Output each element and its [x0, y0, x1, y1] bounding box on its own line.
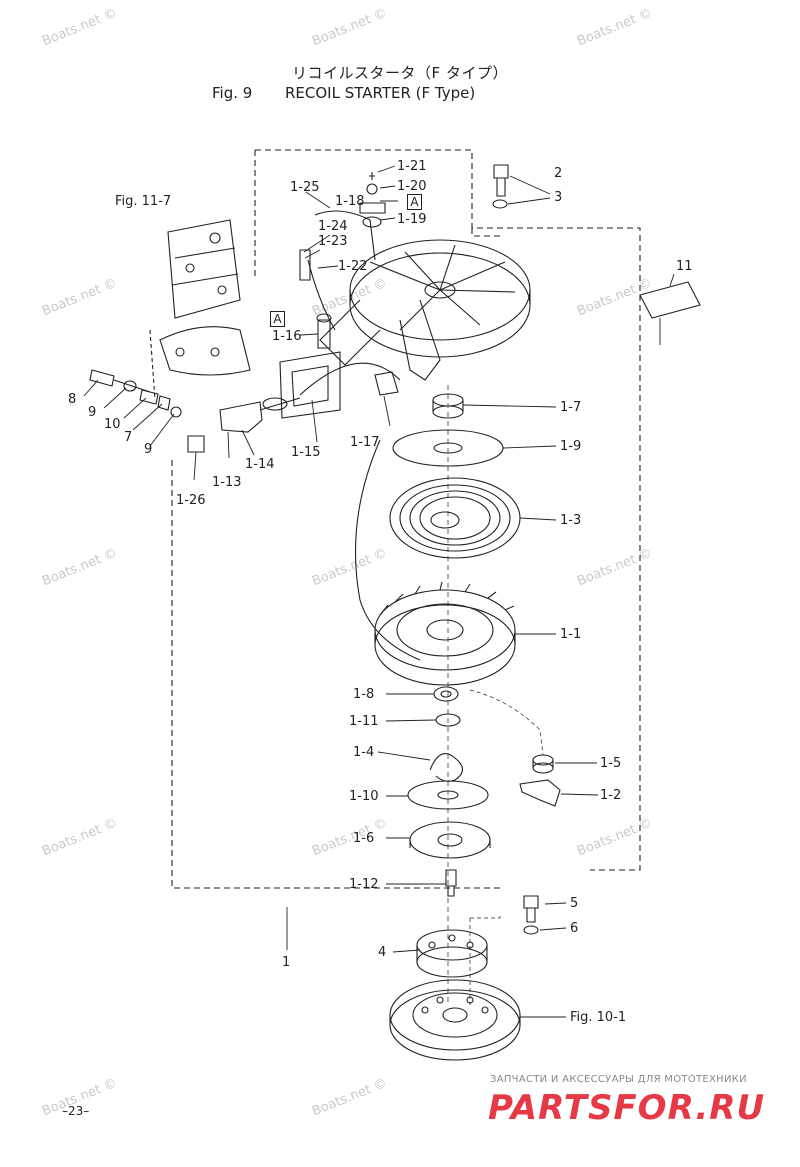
part-label: 1-5 [600, 756, 622, 771]
part-label: 1-26 [176, 493, 206, 508]
part-label: 1-4 [353, 745, 375, 760]
figure-title: RECOIL STARTER (F Type) [285, 84, 476, 102]
washer-3 [492, 199, 508, 209]
part-label: 1-24 [318, 219, 348, 234]
part-label: 9 [144, 442, 153, 457]
part-label: 1-10 [349, 789, 379, 804]
starter-pulley-4 [416, 929, 488, 978]
page-number: –23– [62, 1104, 90, 1118]
part-label: 1-1 [560, 627, 582, 642]
decal-11 [639, 281, 701, 319]
part-label: 7 [124, 430, 133, 445]
recoil-spring [389, 477, 521, 559]
part-label: 1 [282, 955, 291, 970]
starter-case [319, 239, 531, 381]
brand-caption: ЗАПЧАСТИ И АКСЕССУАРЫ ДЛЯ МОТОТЕХНИКИ [490, 1074, 747, 1085]
part-label: 8 [68, 392, 77, 407]
assembly-boundary [171, 149, 641, 889]
box-label-a: A [407, 194, 422, 210]
part-label: 1-15 [291, 445, 321, 460]
part-label: 3 [554, 190, 563, 205]
flywheel [389, 979, 521, 1061]
part-label: 1-3 [560, 513, 582, 528]
fig-10-1-ref: Fig. 10-1 [570, 1010, 627, 1025]
part-label: 11 [676, 259, 693, 274]
part-label: 1-8 [353, 687, 375, 702]
part-label: 1-17 [350, 435, 380, 450]
rope-reel [374, 581, 516, 686]
bracket-part [149, 219, 251, 401]
part-label: 9 [88, 405, 97, 420]
title-japanese: リコイルスタータ（F タイプ） [292, 64, 508, 82]
part-label: 1-13 [212, 475, 242, 490]
part-label: 1-14 [245, 457, 275, 472]
part-label: 10 [104, 417, 121, 432]
part-label: 2 [554, 166, 563, 181]
part-label: 1-19 [397, 212, 427, 227]
part-label: 1-11 [349, 714, 379, 729]
part-label: 1-23 [318, 234, 348, 249]
part-label: 1-16 [272, 329, 302, 344]
figure-number: Fig. 9 [212, 84, 253, 102]
part-label: 6 [570, 921, 579, 936]
part-label: 1-6 [353, 831, 375, 846]
brand-logo: PARTSFOR.RU [488, 1088, 766, 1128]
part-label: 1-21 [397, 159, 427, 174]
part-label: 1-22 [338, 259, 368, 274]
starter-rope [354, 439, 421, 661]
part-label: 1-7 [560, 400, 582, 415]
part-label: 1-12 [349, 877, 379, 892]
bolt-2 [493, 164, 509, 197]
part-label: 1-18 [335, 194, 365, 209]
part-label: 1-9 [560, 439, 582, 454]
part-label: 1-25 [290, 180, 320, 195]
start-handle [219, 351, 341, 433]
part-label: 5 [570, 896, 579, 911]
fig-11-7-ref: Fig. 11-7 [115, 194, 172, 209]
part-label: 4 [378, 945, 387, 960]
box-label-a: A [270, 311, 285, 327]
part-label: 1-20 [397, 179, 427, 194]
part-label: 1-2 [600, 788, 622, 803]
